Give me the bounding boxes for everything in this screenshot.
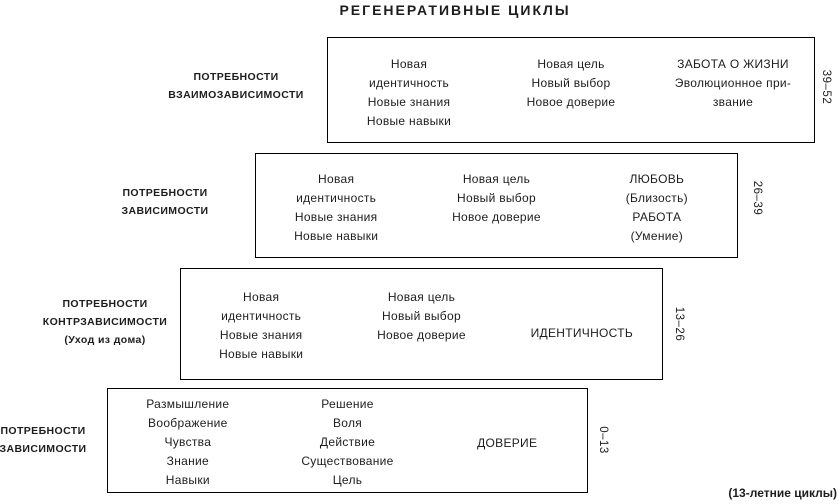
text-line: Воля <box>332 416 363 430</box>
new-goal-column: Новая цель Новый выбор Новое доверие <box>416 170 576 257</box>
text-line: Действие <box>319 435 376 449</box>
age-range-0-13: 0–13 <box>597 426 609 454</box>
text-line: Новые знания <box>219 328 303 342</box>
age-range-39-52: 39–52 <box>820 69 832 105</box>
label-line: ЗАВИСИМОСТИ <box>0 443 87 455</box>
new-goal-column: Новая цель Новый выбор Новое доверие <box>341 288 501 379</box>
text-line: (Умение) <box>630 229 684 243</box>
love-work-column: ЛЮБОВЬ (Близость) РАБОТА (Умение) <box>577 170 737 257</box>
text-line: Размышление <box>146 397 230 411</box>
text-line: Цель <box>332 473 363 487</box>
text-line: Решение <box>321 397 374 411</box>
text-line: Новое доверие <box>377 328 466 342</box>
label-line: ЗАВИСИМОСТИ <box>121 205 209 217</box>
new-identity-column: Новая идентичность Новые знания Новые на… <box>328 55 490 142</box>
text-line: (Близость) <box>625 191 688 205</box>
label-line: КОНТРЗАВИСИМОСТИ <box>42 316 168 328</box>
text-line: Эволюционное при- <box>674 76 792 90</box>
text-line: Новый выбор <box>531 76 611 90</box>
cycles-caption: (13-летние циклы) <box>728 486 837 500</box>
text-line: Воображение <box>148 416 228 430</box>
text-line: Новая <box>243 290 280 304</box>
text-line: РАБОТА <box>632 210 682 224</box>
text-line: Существование <box>301 454 394 468</box>
label-line: ПОТРЕБНОСТИ <box>122 187 208 199</box>
text-line: Новые знания <box>294 210 378 224</box>
text-line: Новая <box>390 57 428 71</box>
box-dependence-needs-26-39: Новая идентичность Новые знания Новые на… <box>255 153 738 258</box>
label-line: ПОТРЕБНОСТИ <box>0 425 86 437</box>
text-line: звание <box>712 95 754 109</box>
text-line: Новые навыки <box>366 114 452 128</box>
text-line: идентичность <box>221 309 302 323</box>
text-line: Знание <box>166 454 210 468</box>
text-line: Новая цель <box>537 57 605 71</box>
reflection-column: Размышление Воображение Чувства Знание Н… <box>108 395 268 492</box>
text-line: Новый выбор <box>457 191 536 205</box>
text-line: Новые навыки <box>219 347 304 361</box>
text-line: ЛЮБОВЬ <box>629 172 685 186</box>
identity-column: ИДЕНТИЧНОСТЬ <box>502 288 662 379</box>
text-line: Новые знания <box>367 95 451 109</box>
diagram-title: РЕГЕНЕРАТИВНЫЕ ЦИКЛЫ <box>339 2 571 18</box>
text-line: идентичность <box>296 191 377 205</box>
life-care-column: ЗАБОТА О ЖИЗНИ Эволюционное при- звание <box>652 55 814 142</box>
text-line: Новая <box>318 172 355 186</box>
text-line: идентичность <box>368 76 450 90</box>
decision-column: Решение Воля Действие Существование Цель <box>268 395 428 492</box>
label-counterdependence-needs: ПОТРЕБНОСТИ КОНТРЗАВИСИМОСТИ (Уход из до… <box>0 295 215 349</box>
label-dependence-needs-26-39: ПОТРЕБНОСТИ ЗАВИСИМОСТИ <box>55 184 275 220</box>
label-interdependence-needs: ПОТРЕБНОСТИ ВЗАИМОЗАВИСИМОСТИ <box>126 68 346 104</box>
text-line: Чувства <box>164 435 212 449</box>
trust-column: ДОВЕРИЕ <box>427 395 587 492</box>
text-line: Новое доверие <box>526 95 616 109</box>
label-line: ПОТРЕБНОСТИ <box>193 71 279 83</box>
label-line: ВЗАИМОЗАВИСИМОСТИ <box>168 89 304 101</box>
new-goal-column: Новая цель Новый выбор Новое доверие <box>490 55 652 142</box>
new-identity-column: Новая идентичность Новые знания Новые на… <box>256 170 416 257</box>
text-line: Новая цель <box>462 172 531 186</box>
text-line: ЗАБОТА О ЖИЗНИ <box>677 57 789 71</box>
text-line: Навыки <box>165 473 210 487</box>
age-range-26-39: 26–39 <box>751 180 763 216</box>
text-line: Новое доверие <box>452 210 541 224</box>
text-line: ИДЕНТИЧНОСТЬ <box>530 326 634 340</box>
box-interdependence-needs: Новая идентичность Новые знания Новые на… <box>327 37 815 143</box>
box-dependence-needs-0-13: Размышление Воображение Чувства Знание Н… <box>107 388 588 493</box>
text-line: ДОВЕРИЕ <box>477 436 538 450</box>
box-counterdependence-needs: Новая идентичность Новые знания Новые на… <box>180 268 663 380</box>
label-line: ПОТРЕБНОСТИ <box>62 298 148 310</box>
text-line: Новая цель <box>387 290 456 304</box>
label-dependence-needs-0-13: ПОТРЕБНОСТИ ЗАВИСИМОСТИ <box>0 422 98 458</box>
new-identity-column: Новая идентичность Новые знания Новые на… <box>181 288 341 379</box>
text-line: Новый выбор <box>382 309 461 323</box>
age-range-13-26: 13–26 <box>673 306 685 342</box>
text-line: Новые навыки <box>294 229 379 243</box>
label-line: (Уход из дома) <box>64 334 146 346</box>
